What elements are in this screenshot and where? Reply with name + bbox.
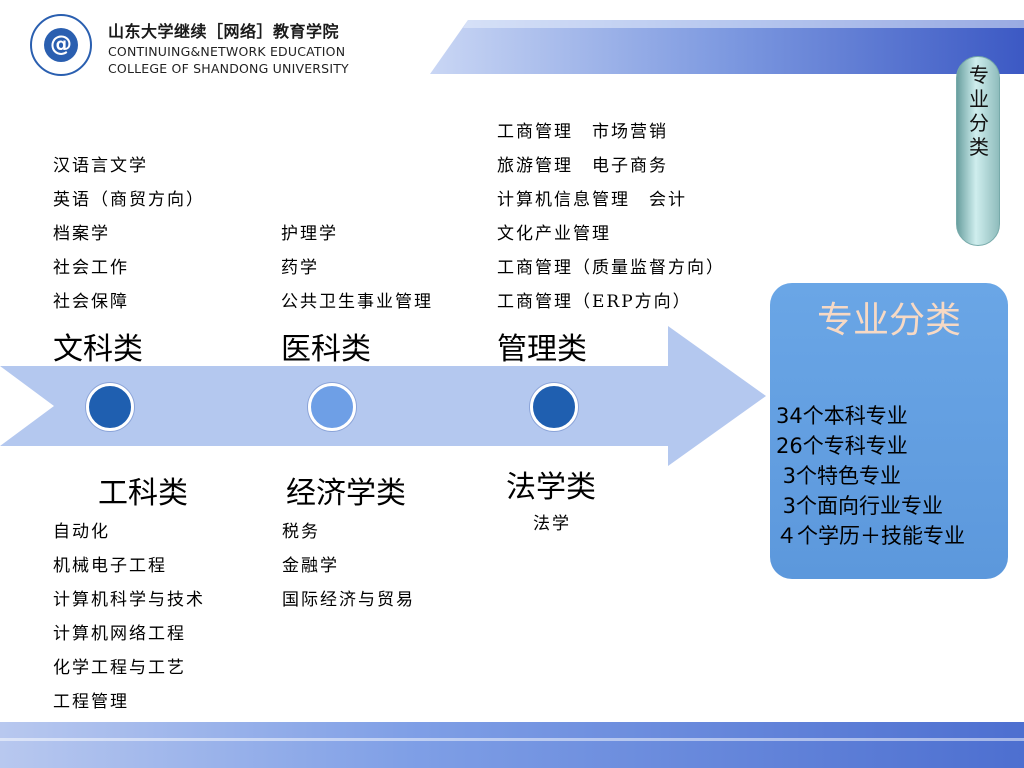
economics-majors: 税务 金融学 国际经济与贸易: [282, 515, 415, 617]
summary-list: 34个本科专业 26个专科专业 3个特色专业 3个面向行业专业 ４个学历＋技能专…: [776, 401, 965, 551]
school-logo: @ 山东大学继续［网络］教育学院 CONTINUING&NETWORK EDUC…: [30, 14, 380, 80]
summary-line: ４个学历＋技能专业: [776, 524, 965, 548]
major-item: 工程管理: [53, 692, 129, 712]
major-item: 计算机网络工程: [53, 624, 186, 644]
major-item: 护理学: [281, 224, 338, 244]
timeline-dot-liberal-arts: [86, 383, 134, 431]
category-title-engineering: 工科类: [98, 476, 188, 511]
timeline-arrow: [0, 326, 766, 466]
category-title-law: 法学类: [506, 470, 596, 505]
liberal-arts-majors: 汉语言文学 英语（商贸方向） 档案学 社会工作 社会保障: [53, 149, 205, 319]
major-item: 税务: [282, 522, 320, 542]
category-pill-char: 类: [969, 135, 989, 159]
major-item: 计算机科学与技术: [53, 590, 205, 610]
summary-title: 专业分类: [816, 300, 961, 341]
summary-box: 专业分类 34个本科专业 26个专科专业 3个特色专业 3个面向行业专业 ４个学…: [770, 283, 1008, 579]
major-item: 公共卫生事业管理: [281, 292, 433, 312]
major-item: 国际经济与贸易: [282, 590, 415, 610]
summary-line: 3个特色专业: [776, 464, 902, 488]
category-title-medicine: 医科类: [281, 332, 371, 367]
timeline-dot-medicine: [308, 383, 356, 431]
major-item: 工商管理 市场营销: [497, 122, 668, 142]
category-pill-char: 业: [969, 87, 989, 111]
school-name-en-line1: CONTINUING&NETWORK EDUCATION: [108, 44, 346, 59]
major-item: 金融学: [282, 556, 339, 576]
major-item: 计算机信息管理 会计: [497, 190, 687, 210]
major-item: 社会保障: [53, 292, 129, 312]
major-item: 工商管理（质量监督方向）: [497, 258, 725, 278]
summary-line: 34个本科专业: [776, 404, 908, 428]
school-name-en-line2: COLLEGE OF SHANDONG UNIVERSITY: [108, 61, 349, 76]
category-pill-label: 专业分类: [957, 63, 1001, 159]
logo-emblem: @: [30, 14, 92, 76]
category-pill-char: 专: [969, 63, 989, 87]
summary-line: 26个专科专业: [776, 434, 908, 458]
footer-band: [0, 722, 1024, 768]
category-pill-char: 分: [969, 111, 989, 135]
major-item: 法学: [533, 514, 571, 534]
category-title-economics: 经济学类: [286, 476, 406, 511]
timeline-dot-management: [530, 383, 578, 431]
medicine-majors: 护理学 药学 公共卫生事业管理: [281, 217, 433, 319]
major-item: 机械电子工程: [53, 556, 167, 576]
school-name-cn: 山东大学继续［网络］教育学院: [108, 22, 340, 41]
major-item: 汉语言文学: [53, 156, 148, 176]
major-item: 文化产业管理: [497, 224, 611, 244]
law-majors: 法学: [533, 507, 571, 541]
major-item: 档案学: [53, 224, 110, 244]
management-majors: 工商管理 市场营销 旅游管理 电子商务 计算机信息管理 会计 文化产业管理 工商…: [497, 115, 725, 319]
major-item: 化学工程与工艺: [53, 658, 186, 678]
engineering-majors: 自动化 机械电子工程 计算机科学与技术 计算机网络工程 化学工程与工艺 工程管理: [53, 515, 205, 719]
category-pill: 专业分类: [956, 56, 1000, 246]
major-item: 自动化: [53, 522, 110, 542]
footer-stripe: [0, 738, 1024, 741]
category-title-management: 管理类: [497, 332, 587, 367]
category-title-liberal-arts: 文科类: [53, 332, 143, 367]
major-item: 社会工作: [53, 258, 129, 278]
header-banner: [430, 20, 1024, 74]
major-item: 药学: [281, 258, 319, 278]
major-item: 工商管理（ERP方向）: [497, 292, 692, 312]
major-item: 旅游管理 电子商务: [497, 156, 668, 176]
summary-line: 3个面向行业专业: [776, 494, 944, 518]
major-item: 英语（商贸方向）: [53, 190, 205, 210]
at-sign-icon: @: [44, 28, 78, 62]
